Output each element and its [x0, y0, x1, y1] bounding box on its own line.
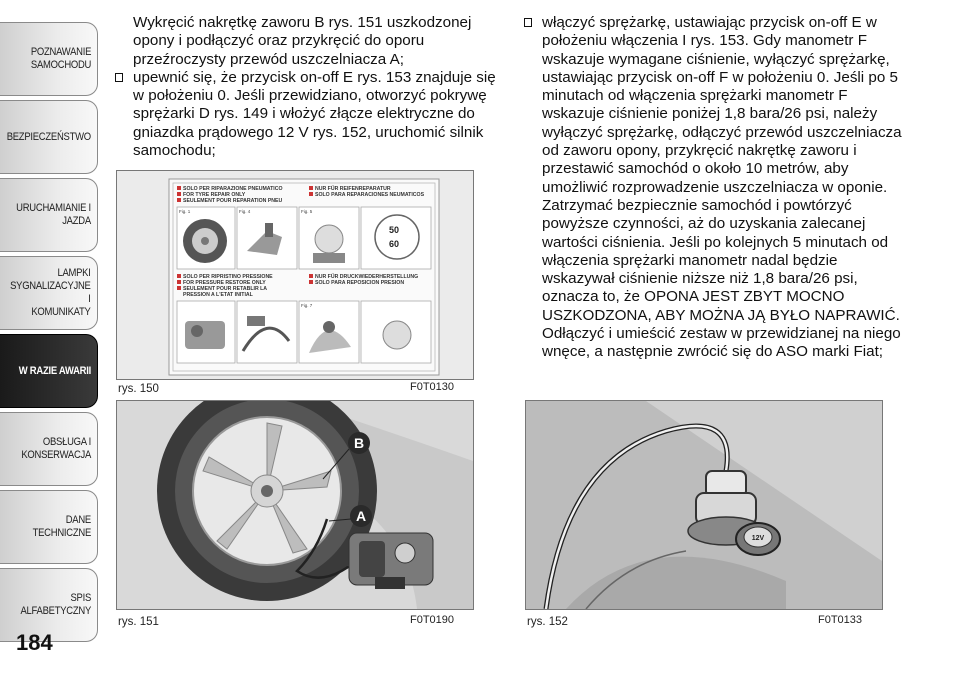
tab-label: SPIS ALFABETYCZNY [20, 592, 91, 617]
figure-151-caption: rys. 151 [118, 616, 159, 628]
tab-label: DANE TECHNICZNE [32, 514, 92, 539]
tab-bezpieczenstwo[interactable]: BEZPIECZEŃSTWO [0, 100, 98, 174]
label-line: SEULEMENT POUR REPARATION PNEU [183, 198, 282, 204]
compressor-icon [185, 321, 225, 349]
label-line: SEULEMENT POUR RETABLIR LA [183, 286, 267, 292]
bullet-box-icon [115, 72, 123, 82]
tab-w-razie-awarii[interactable]: W RAZIE AWARII [0, 334, 98, 408]
figure-150-code: F0T0130 [410, 381, 455, 393]
bullet-text: włączyć sprężarkę, ustawiając przycisk o… [542, 14, 902, 361]
tab-label: URUCHAMIANIE I JAZDA [16, 202, 91, 227]
fig-tag: Fig. 1 [179, 209, 191, 214]
figure-150-caption: rys. 150 [118, 383, 159, 395]
label-line: NUR FÜR DRUCKWIEDERHERSTELLUNG [315, 273, 418, 280]
bullet-box-icon [524, 18, 532, 27]
tab-label: BEZPIECZEŃSTWO [6, 130, 91, 143]
label-line: SOLO PARA REPARACIONES NEUMATICOS [315, 192, 425, 198]
marker-a [350, 505, 372, 527]
tab-dane-techniczne[interactable]: DANE TECHNICZNE [0, 490, 98, 564]
fig-tag: Fig. 4 [239, 209, 251, 214]
label-line: SOLO PER RIPARAZIONE PNEUMATICO [183, 186, 283, 192]
tab-poznawanie-samochodu[interactable]: POZNAWANIE SAMOCHODU [0, 22, 98, 96]
tab-obsluga-konserwacja[interactable]: OBSŁUGA I KONSERWACJA [0, 412, 98, 486]
label-line: PRESSION A L'ETAT INITIAL [183, 292, 254, 298]
figure-151-tyre-compressor: B A [116, 400, 474, 610]
label-line: FOR PRESSURE RESTORE ONLY [183, 280, 266, 286]
bullet-item: upewnić się, że przycisk on-off E rys. 1… [113, 69, 503, 160]
tab-label: POZNAWANIE SAMOCHODU [30, 46, 92, 71]
page-number: 184 [16, 630, 53, 655]
figure-152-power-socket: 12V [525, 400, 883, 610]
marker-a-label: A [356, 508, 366, 524]
tab-lampki-sygnalizacyjne[interactable]: LAMPKI SYGNALIZACYJNE I KOMUNIKATY [0, 256, 98, 330]
gauge-value: 50 [389, 225, 399, 235]
figure-150-label-sticker: SOLO PER RIPARAZIONE PNEUMATICO FOR TYRE… [116, 170, 474, 380]
paragraph-valve: Wykręcić nakrętkę zaworu B rys. 151 uszk… [133, 14, 472, 68]
label-line: FOR TYRE REPAIR ONLY [183, 192, 246, 198]
figure-151-code: F0T0190 [410, 614, 455, 626]
tab-label: OBSŁUGA I KONSERWACJA [21, 436, 91, 461]
fig-tag: Fig. 7 [301, 303, 313, 308]
tab-uruchamianie-jazda[interactable]: URUCHAMIANIE I JAZDA [0, 178, 98, 252]
socket-label: 12V [752, 535, 765, 542]
figure-152-code: F0T0133 [818, 614, 863, 626]
label-line: NUR FÜR REIFENREPARATUR [315, 185, 391, 192]
gauge-icon [374, 214, 420, 260]
label-line: SOLO PER RIPRISTINO PRESSIONE [183, 274, 273, 280]
fig-tag: Fig. 5 [301, 209, 313, 214]
label-line: SOLO PARA REPOSICION PRESION [315, 280, 404, 286]
figure-152-caption: rys. 152 [527, 616, 568, 628]
bullet-text: upewnić się, że przycisk on-off E rys. 1… [133, 68, 496, 160]
tab-spis-alfabetyczny[interactable]: SPIS ALFABETYCZNY [0, 568, 98, 642]
bullet-item: włączyć sprężarkę, ustawiając przycisk o… [522, 14, 912, 362]
right-text-column: włączyć sprężarkę, ustawiając przycisk o… [522, 14, 912, 362]
gauge-value: 60 [389, 239, 399, 249]
left-text-column: Wykręcić nakrętkę zaworu B rys. 151 uszk… [113, 14, 503, 160]
tab-label: LAMPKI SYGNALIZACYJNE I KOMUNIKATY [10, 267, 91, 318]
marker-b [348, 432, 370, 454]
tab-label: W RAZIE AWARII [18, 364, 91, 377]
marker-b-label: B [354, 435, 364, 451]
